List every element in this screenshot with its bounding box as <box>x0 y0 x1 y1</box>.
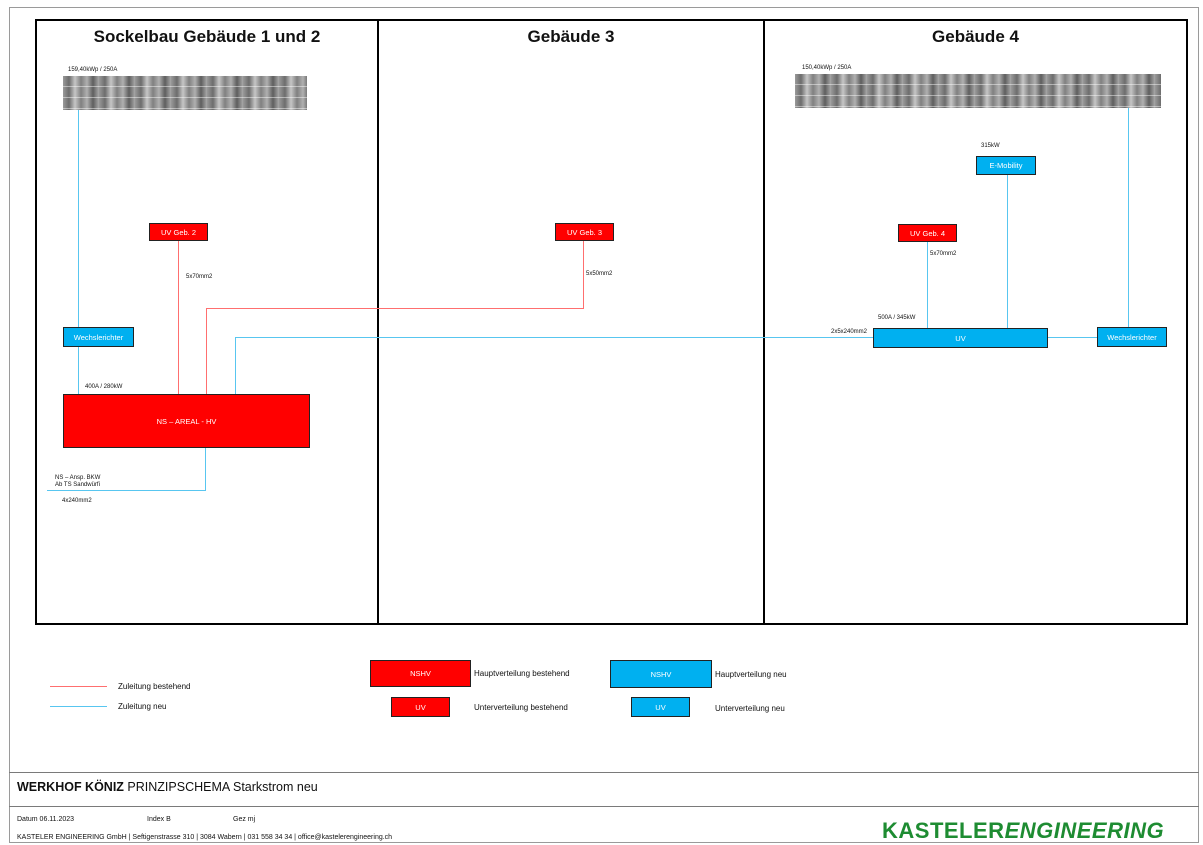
line-uvgeb2-to-hv <box>178 241 179 394</box>
footer-title-block: WERKHOF KÖNIZ PRINZIPSCHEMA Starkstrom n… <box>17 780 318 794</box>
supply-label-1: NS – Ansp. BKW <box>55 475 101 481</box>
legend-uv-new-box: UV <box>631 697 690 717</box>
line-hv-riser-blue <box>235 337 236 394</box>
footer-separator-top <box>9 772 1199 773</box>
pv-right-label: 150,40kWp / 250A <box>802 65 852 71</box>
building-3-area: Gebäude 3 <box>377 19 765 625</box>
cable-geb4-label: 5x70mm2 <box>930 251 957 257</box>
legend-nshv-existing-box: NSHV <box>370 660 471 687</box>
hv-rating-label: 400A / 280kW <box>85 384 123 390</box>
line-hv-riser-red <box>206 308 207 394</box>
legend-nshv-new-text: Hauptverteilung neu <box>715 670 787 679</box>
legend-existing-line-sample <box>50 686 107 687</box>
legend-uv-existing-box: UV <box>391 697 450 717</box>
cable-geb3-label: 5x50mm2 <box>586 271 613 277</box>
legend-uv-new-text: Unterverteilung neu <box>715 704 785 713</box>
drawing-frame <box>9 7 1199 843</box>
line-supply-riser <box>205 448 206 491</box>
legend-nshv-existing-text: Hauptverteilung bestehend <box>474 669 570 678</box>
building-1-2-title: Sockelbau Gebäude 1 und 2 <box>93 27 321 46</box>
building-4-title: Gebäude 4 <box>932 27 1019 46</box>
supply-cable-label: 4x240mm2 <box>62 498 92 504</box>
uv-new-box: UV <box>873 328 1048 348</box>
legend-new-line-text: Zuleitung neu <box>118 702 167 711</box>
building-4-area: Gebäude 4 <box>763 19 1188 625</box>
drawing-title: PRINZIPSCHEMA Starkstrom neu <box>127 780 318 794</box>
emob-power-label: 315kW <box>981 143 1000 149</box>
pv-array-right <box>795 74 1161 108</box>
company-logo: KASTELERENGINEERING <box>882 818 1165 843</box>
pv-left-label: 159,40kWp / 250A <box>68 67 118 73</box>
project-name: WERKHOF KÖNIZ <box>17 780 124 794</box>
building-3-title: Gebäude 3 <box>527 27 615 46</box>
uv-geb2-box: UV Geb. 2 <box>149 223 208 241</box>
supply-label-2: Ab TS Sandwürfi <box>55 482 100 488</box>
footer-index: Index B <box>147 816 171 823</box>
e-mobility-box: E-Mobility <box>976 156 1036 175</box>
footer-separator-mid <box>9 806 1199 807</box>
legend-nshv-new-box: NSHV <box>610 660 712 688</box>
line-supply-horizontal <box>47 490 206 491</box>
legend-uv-existing-text: Unterverteilung bestehend <box>474 703 568 712</box>
footer-date: Datum 06.11.2023 <box>17 816 75 823</box>
line-pv-right-to-inverter <box>1128 108 1129 328</box>
uv-cable-label: 2x5x240mm2 <box>831 329 868 335</box>
footer-company-info: KASTELER ENGINEERING GmbH | Seftigenstra… <box>17 834 393 841</box>
uv-rating-label: 500A / 345kW <box>878 315 916 321</box>
wechselrichter-left-box: Wechslerichter <box>63 327 134 347</box>
legend-new-line-sample <box>50 706 107 707</box>
line-emob-to-uv <box>1007 175 1008 328</box>
line-uvgeb3-riser <box>583 241 584 309</box>
line-hv-to-uvgeb3 <box>206 308 584 309</box>
line-hv-to-uv <box>235 337 873 338</box>
pv-array-left <box>63 76 307 110</box>
ns-areal-hv-box: NS – AREAL - HV <box>63 394 310 448</box>
line-inverter-to-uv <box>1047 337 1097 338</box>
wechselrichter-right-box: Wechslerichter <box>1097 327 1167 347</box>
uv-geb3-box: UV Geb. 3 <box>555 223 614 241</box>
line-inverter-to-hv <box>78 347 79 394</box>
footer-drawn-by: Gez mj <box>233 816 256 823</box>
uv-geb4-box: UV Geb. 4 <box>898 224 957 242</box>
line-uvgeb4-to-uv <box>927 242 928 328</box>
legend-existing-line-text: Zuleitung bestehend <box>118 682 191 691</box>
cable-geb2-label: 5x70mm2 <box>186 274 213 280</box>
line-pv-left-to-inverter <box>78 110 79 327</box>
